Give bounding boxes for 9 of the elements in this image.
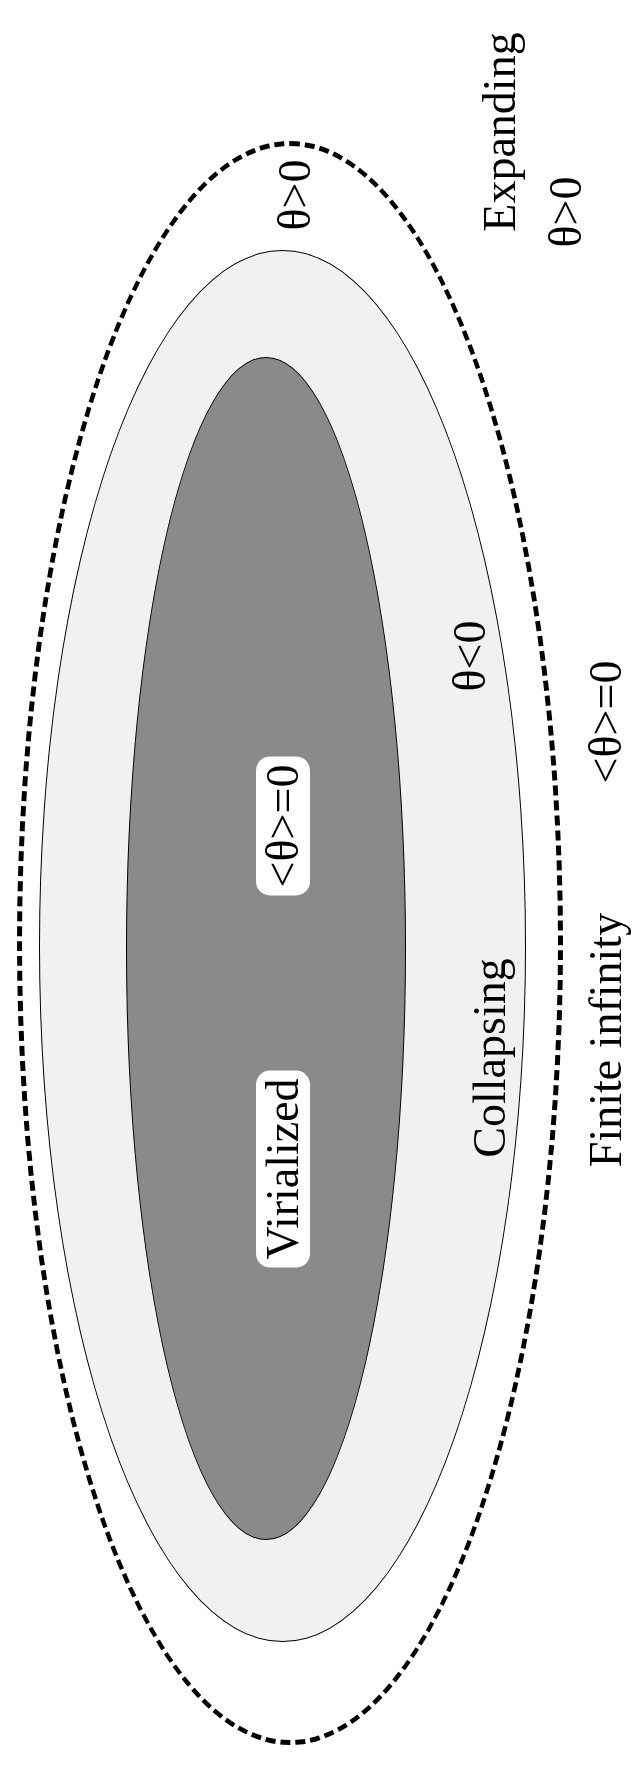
region-label: Collapsing xyxy=(467,958,513,1158)
region-label-tag: <θ>=0 xyxy=(256,756,310,896)
annotation-label: Finite infinity xyxy=(583,912,629,1168)
region-label-tag: Virialized xyxy=(256,1070,310,1268)
region-label: θ>0 xyxy=(272,159,318,231)
annotation-label: θ>0 xyxy=(543,176,589,248)
annotation-label: Expanding xyxy=(477,32,523,232)
annotation-label: <θ>=0 xyxy=(583,660,629,784)
region-label: θ<0 xyxy=(447,620,493,692)
